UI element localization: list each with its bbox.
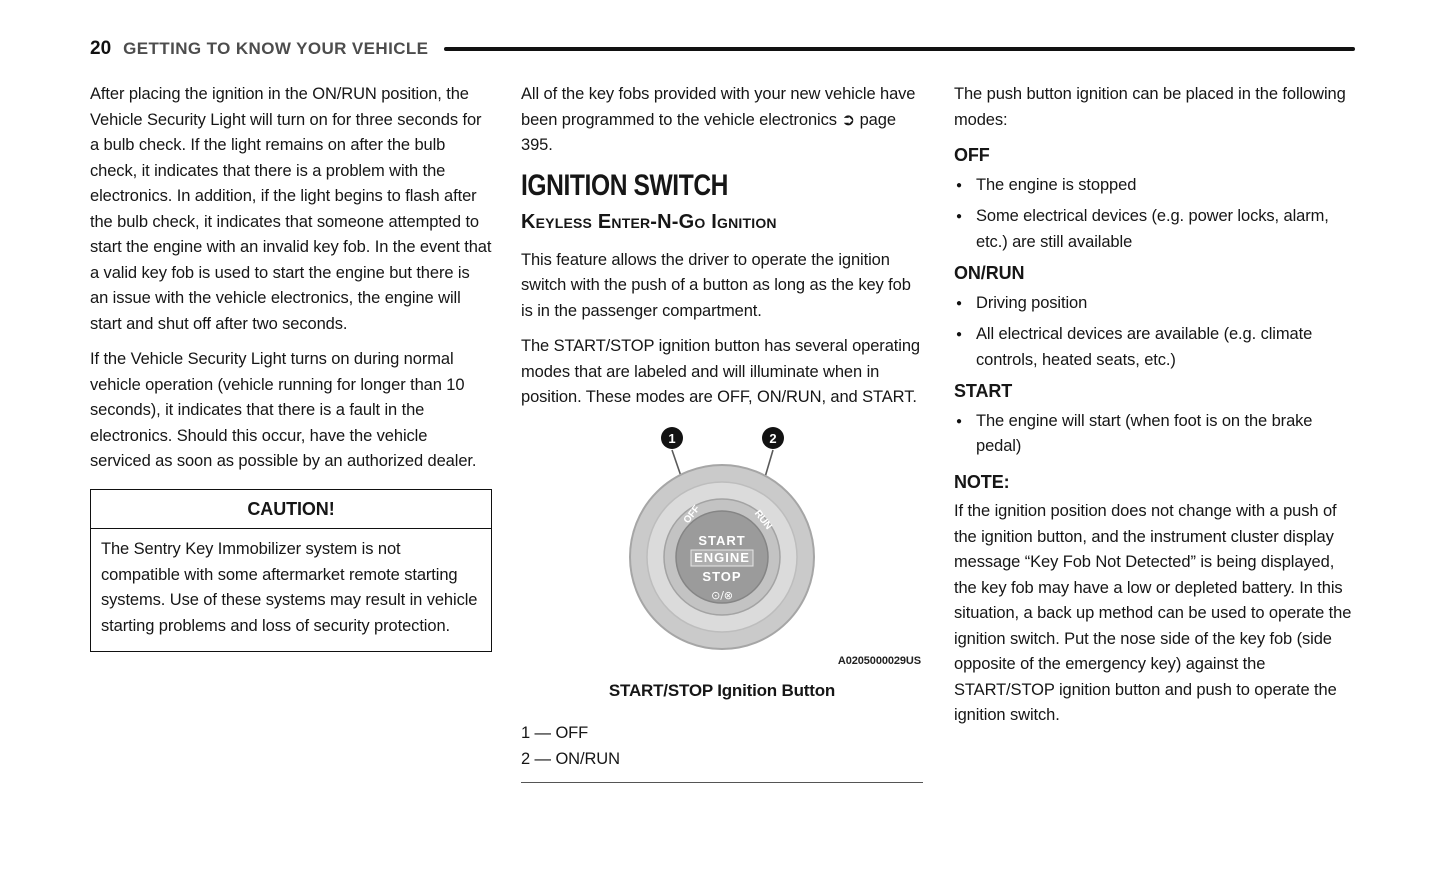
bullet-item: Driving position	[956, 291, 1356, 317]
button-label-engine: ENGINE	[694, 550, 750, 565]
bullet-item: The engine is stopped	[956, 173, 1356, 199]
button-label-stop: STOP	[702, 569, 741, 584]
legend-item-off: 1 — OFF	[521, 723, 589, 742]
off-bullet-list: The engine is stopped Some electrical de…	[954, 173, 1356, 256]
mode-heading-on-run: ON/RUN	[954, 263, 1025, 283]
keyless-feature-paragraph: This feature allows the driver to operat…	[521, 250, 911, 320]
caution-title: CAUTION!	[91, 490, 491, 529]
page-number: 20	[90, 38, 112, 59]
column-center: All of the key fobs provided with your n…	[521, 82, 923, 783]
cross-ref-page-395[interactable]: ➲ page 395.	[521, 110, 896, 155]
header-rule	[444, 47, 1355, 51]
caution-body: The Sentry Key Immobilizer system is not…	[101, 540, 478, 635]
mode-heading-start: START	[954, 381, 1013, 401]
bullet-item: The engine will start (when foot is on t…	[956, 409, 1356, 460]
mode-heading-off: OFF	[954, 145, 990, 165]
figure-legend: 1 — OFF 2 — ON/RUN	[521, 720, 923, 772]
engine-band	[690, 549, 754, 566]
start-stop-modes-paragraph: The START/STOP ignition button has sever…	[521, 337, 920, 406]
key-fob-text: All of the key fobs provided with your n…	[521, 85, 916, 129]
bullet-item: All electrical devices are available (e.…	[956, 322, 1356, 373]
callout-2-badge	[762, 426, 784, 449]
callout-1-badge	[661, 426, 683, 449]
start-bullet-list: The engine will start (when foot is on t…	[954, 409, 1356, 460]
note-body-paragraph: If the ignition position does not change…	[954, 502, 1352, 724]
column-left: After placing the ignition in the ON/RUN…	[90, 82, 492, 652]
column-bottom-rule	[521, 781, 923, 783]
figure-reference-code: A0205000029US	[837, 654, 921, 667]
note-heading: NOTE:	[954, 471, 1010, 492]
callout-1-number: 1	[668, 431, 675, 446]
chapter-title: GETTING TO KNOW YOUR VEHICLE	[123, 39, 429, 58]
ignition-button-diagram: OFF RUN START ENGINE STOP ⊙/⊗ 1 2	[629, 426, 815, 650]
security-fault-paragraph: If the Vehicle Security Light turns on d…	[90, 350, 477, 470]
button-label-start: START	[698, 533, 745, 548]
section-heading-ignition-switch: IGNITION SWITCH	[521, 168, 729, 202]
on-run-bullet-list: Driving position All electrical devices …	[954, 291, 1356, 374]
security-light-paragraph: After placing the ignition in the ON/RUN…	[90, 85, 492, 333]
legend-item-on-run: 2 — ON/RUN	[521, 749, 620, 768]
caution-box: CAUTION! The Sentry Key Immobilizer syst…	[90, 488, 492, 652]
callout-2-number: 2	[769, 431, 776, 446]
column-right: The push button ignition can be placed i…	[954, 82, 1356, 739]
power-symbol-icon: ⊙/⊗	[711, 589, 733, 602]
ignition-button-figure: OFF RUN START ENGINE STOP ⊙/⊗ 1 2 A02050…	[521, 421, 923, 704]
subsection-heading-keyless-enter-n-go: Keyless Enter-N-Go Ignition	[521, 211, 777, 233]
bullet-item: Some electrical devices (e.g. power lock…	[956, 204, 1356, 255]
page-header: 20 GETTING TO KNOW YOUR VEHICLE	[90, 38, 1355, 60]
key-fob-paragraph: All of the key fobs provided with your n…	[521, 82, 923, 159]
figure-caption: START/STOP Ignition Button	[608, 681, 836, 700]
modes-intro-paragraph: The push button ignition can be placed i…	[954, 85, 1346, 129]
